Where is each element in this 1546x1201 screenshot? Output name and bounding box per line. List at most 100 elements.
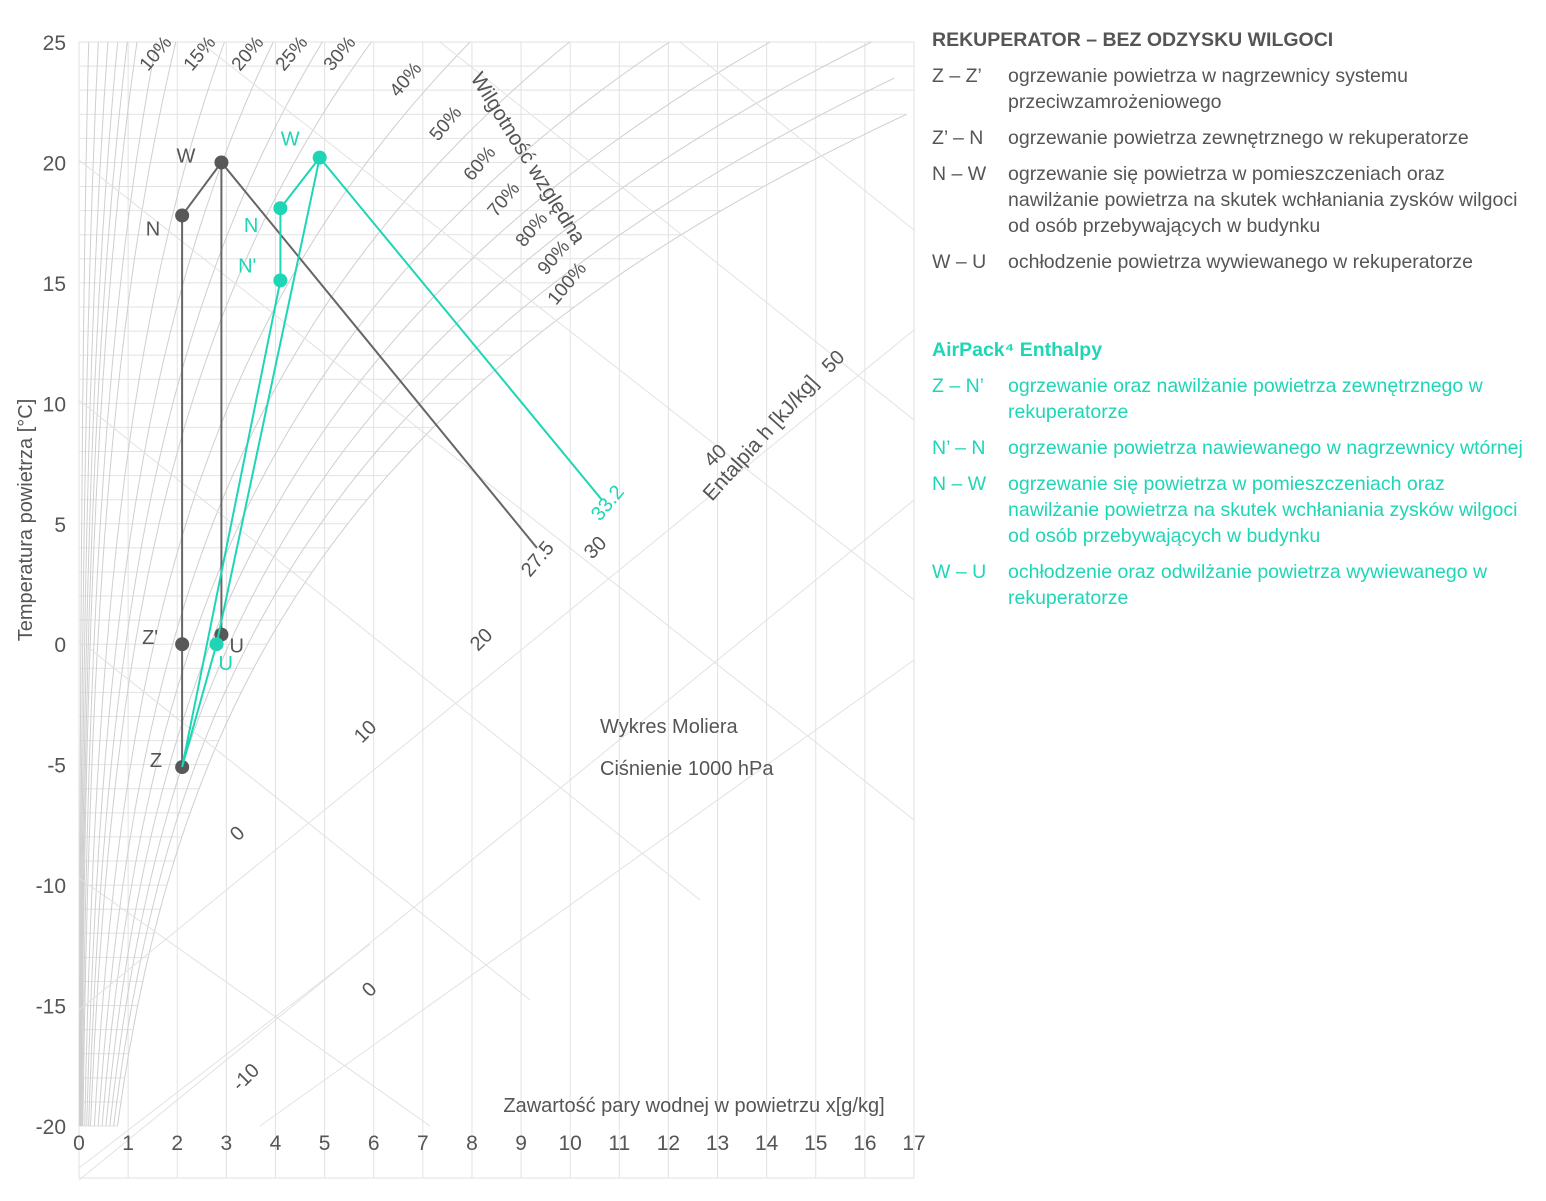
y-tick-label: -10 <box>36 875 66 898</box>
rh-curve-label: 10% <box>136 33 177 76</box>
rh-curve <box>97 41 570 1127</box>
chart-subtitle: Ciśnienie 1000 hPa <box>600 758 774 780</box>
mollier-chart: 10%15%20%25%30%40%50%60%70%80%90%100% -1… <box>15 32 925 1181</box>
x-tick-label: 5 <box>319 1132 331 1155</box>
relative-humidity-curves: 10%15%20%25%30%40%50%60%70%80%90%100% <box>78 33 907 1127</box>
state-point <box>273 201 288 216</box>
enthalpy-tick-label: 30 <box>580 532 611 563</box>
rh-curve-label: 70% <box>484 179 525 222</box>
rh-curve <box>101 41 670 1127</box>
legend-item: Z – N’ogrzewanie oraz nawilżanie powietr… <box>932 373 1540 425</box>
rh-curve <box>117 113 907 1127</box>
legend-rekuperator: REKUPERATOR – BEZ ODZYSKU WILGOCI Z – Z’… <box>932 27 1540 285</box>
state-point <box>175 637 190 652</box>
enthalpy-tick-label: 50 <box>818 346 849 377</box>
enthalpy-line <box>78 159 915 821</box>
rh-curve <box>79 41 109 1126</box>
rh-curve <box>88 41 323 1127</box>
rh-curve <box>80 41 128 1127</box>
legend-item: Z – Z’ ogrzewanie powietrza w nagrzewnicy… <box>932 63 1540 115</box>
rh-curve <box>93 41 471 1127</box>
y-tick-label: 0 <box>54 634 66 657</box>
rh-curve <box>84 41 225 1127</box>
enthalpy-line <box>78 329 915 1011</box>
y-tick-label: -20 <box>36 1116 66 1139</box>
rh-curve <box>79 41 99 1126</box>
enthalpy-tick-label: -10 <box>228 1060 264 1096</box>
y-tick-label: -5 <box>47 755 66 778</box>
x-tick-label: 6 <box>368 1132 380 1155</box>
enthalpy-tick-label: 20 <box>466 624 497 655</box>
rh-curve <box>113 77 895 1127</box>
legend-desc: ogrzewanie powietrza nawiewanego w nagrz… <box>1008 437 1523 459</box>
rh-curve <box>80 41 119 1127</box>
state-point <box>273 273 288 288</box>
legend-item: N’ – N ogrzewanie powietrza nawiewanego w… <box>932 435 1540 461</box>
y-tick-label: 10 <box>43 393 66 416</box>
x-tick-label: 10 <box>558 1132 581 1155</box>
state-point-label: U <box>219 653 233 675</box>
enthalpy-line <box>78 399 701 901</box>
x-tick-label: 14 <box>755 1132 779 1155</box>
y-tick-label: 20 <box>43 152 66 175</box>
legend-desc: ogrzewanie się powietrza w pomieszczenia… <box>1008 163 1518 237</box>
x-tick-label: 3 <box>221 1132 233 1155</box>
rh-curve-label: 30% <box>320 33 361 76</box>
enthalpy-line <box>679 41 915 231</box>
x-tick-label: 0 <box>73 1132 85 1155</box>
enthalpy-guide-line <box>220 161 538 549</box>
rh-curve <box>109 41 872 1127</box>
rh-curve <box>105 41 771 1127</box>
x-tick-label: 2 <box>171 1132 183 1155</box>
x-tick-label: 17 <box>902 1132 925 1155</box>
legend-code: N – W <box>932 163 987 185</box>
x-tick-label: 8 <box>466 1132 478 1155</box>
legend-desc: ogrzewanie powietrza zewnętrznego w reku… <box>1008 127 1469 149</box>
x-tick-label: 4 <box>270 1132 282 1155</box>
legend-code: Z – N’ <box>932 375 985 397</box>
state-point <box>312 150 327 165</box>
enthalpy-guide-line <box>318 156 603 501</box>
y-tick-label: 25 <box>43 32 66 55</box>
x-tick-label: 7 <box>417 1132 429 1155</box>
legend-item: N – W ogrzewanie się powietrza w pomieszc… <box>932 161 1540 239</box>
enthalpy-tick-label: 10 <box>350 716 381 747</box>
enthalpy-mark-label: 27.5 <box>517 537 559 581</box>
x-tick-label: 9 <box>515 1132 527 1155</box>
chart-title: Wykres Moliera <box>600 716 738 738</box>
process-line <box>181 156 321 768</box>
state-point <box>175 208 190 223</box>
y-axis-label: Temperatura powietrza [°C] <box>15 399 37 642</box>
y-tick-label: 5 <box>54 514 66 537</box>
y-tick-label: 15 <box>43 273 66 296</box>
legend-code: N – W <box>932 473 987 495</box>
state-point-label: W <box>281 129 300 151</box>
legend-desc: ochłodzenie powietrza wywiewanego w reku… <box>1008 251 1474 273</box>
legend-code: W – U <box>932 561 987 583</box>
enthalpy-line <box>439 41 915 421</box>
legend-code: W – U <box>932 251 987 273</box>
state-point-label: U <box>229 636 243 658</box>
enthalpy-tick-label: 0 <box>226 822 249 845</box>
state-point-label: N <box>146 218 160 240</box>
legend-code: Z’ – N <box>932 127 984 149</box>
enthalpy-line <box>259 659 915 1127</box>
enthalpy-line <box>78 877 431 1127</box>
y-tick-label: -15 <box>36 996 66 1019</box>
legend-item: W – U ochłodzenie powietrza wywiewanego w… <box>932 249 1540 275</box>
legend-desc: ogrzewanie powietrza w nagrzewnicy syste… <box>1008 65 1408 113</box>
legend-code: N’ – N <box>932 437 986 459</box>
legend-code: Z – Z’ <box>932 65 982 87</box>
state-point-label: N <box>244 215 258 237</box>
legend-airpack: AirPack⁴ Enthalpy Z – N’ogrzewanie oraz … <box>932 337 1540 621</box>
rh-curve <box>82 41 177 1127</box>
x-tick-label: 15 <box>804 1132 827 1155</box>
enthalpy-tick-label: 0 <box>358 978 381 1001</box>
x-tick-label: 13 <box>706 1132 729 1155</box>
enthalpy-line <box>78 639 531 1001</box>
legend-item: Z’ – N ogrzewanie powietrza zewnętrznego … <box>932 125 1540 151</box>
